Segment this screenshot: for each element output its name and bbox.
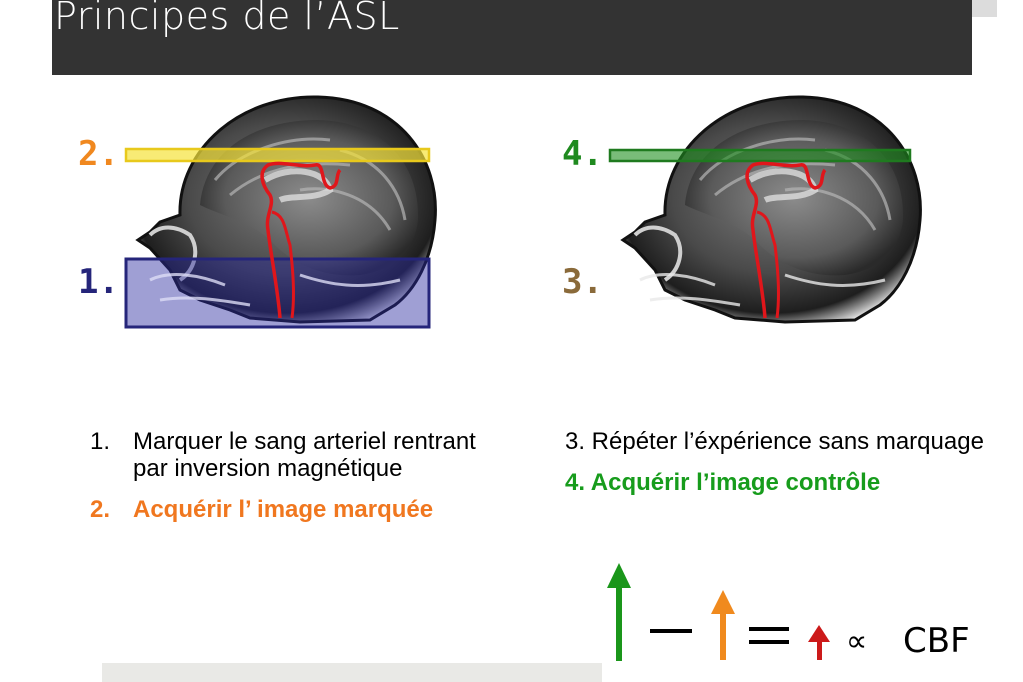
red-up-arrow-icon <box>808 625 830 660</box>
slide-title: Principes de l’ASL <box>54 0 400 38</box>
orange-up-arrow-icon <box>711 590 735 660</box>
step-2-text: Acquérir l’ image marquée <box>133 496 434 524</box>
cbf-label: CBF <box>903 621 970 661</box>
step-3-text: 3. Répéter l’éxpérience sans marquage <box>565 428 984 455</box>
proportional-symbol: ∝ <box>846 624 867 659</box>
label-1: 1. <box>78 262 119 302</box>
step-1-text: Marquer le sang arteriel rentrant par in… <box>133 428 476 483</box>
steps-right: 3. Répéter l’éxpérience sans marquage 4.… <box>565 428 985 510</box>
step-4: 4. Acquérir l’image contrôle <box>565 469 985 496</box>
step-1-number: 1. <box>90 428 111 455</box>
step-2-number: 2. <box>90 496 111 524</box>
step-4-text: 4. Acquérir l’image contrôle <box>565 469 881 497</box>
steps-left: 1. Marquer le sang arteriel rentrant par… <box>90 428 480 537</box>
step-3: 3. Répéter l’éxpérience sans marquage <box>565 428 985 455</box>
mri-head-left <box>124 95 437 329</box>
equals-sign-top <box>749 627 789 631</box>
minus-sign <box>650 629 692 633</box>
step-1: 1. Marquer le sang arteriel rentrant par… <box>90 428 480 482</box>
green-up-arrow-icon <box>607 563 631 661</box>
corner-tab <box>972 0 997 17</box>
title-bar: Principes de l’ASL <box>52 0 972 75</box>
mri-head-right <box>608 95 922 324</box>
step-2: 2. Acquérir l’ image marquée <box>90 496 480 523</box>
label-2: 2. <box>78 134 119 174</box>
label-4: 4. <box>562 134 603 174</box>
equals-sign-bottom <box>749 640 789 644</box>
label-3: 3. <box>562 262 603 302</box>
formula-panel <box>602 555 1022 682</box>
